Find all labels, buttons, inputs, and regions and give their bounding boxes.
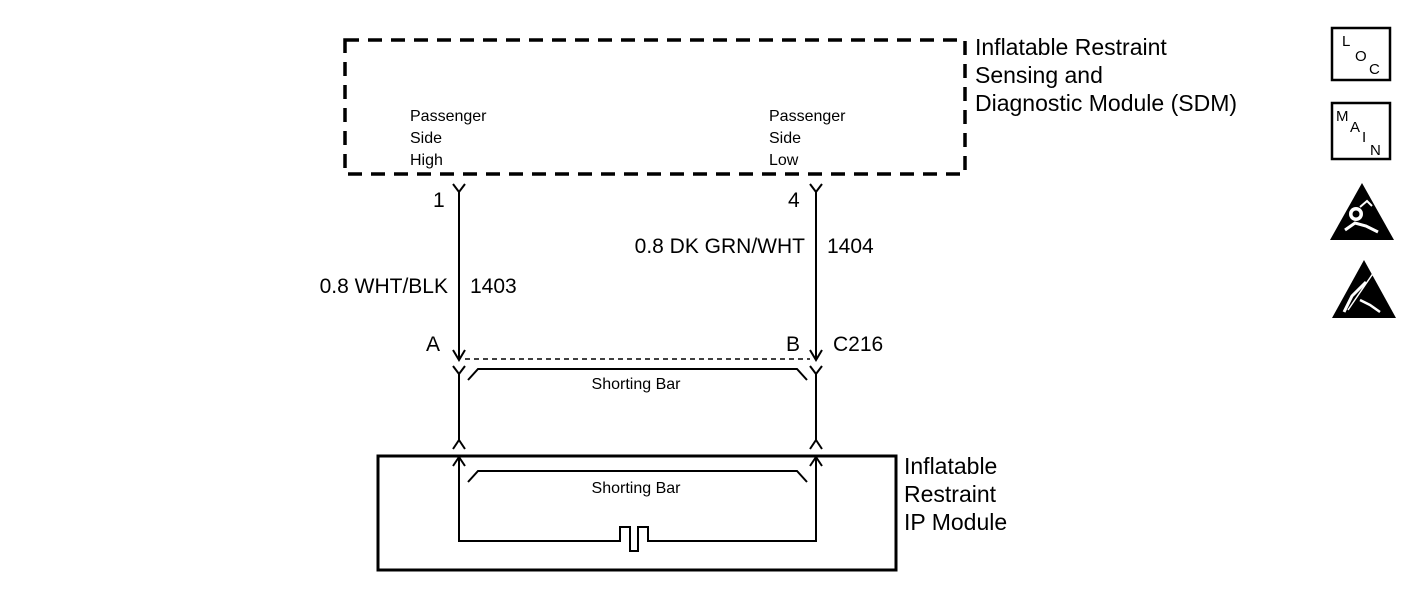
wire-1404 [809,183,823,450]
sdm-left-terminal-label: Passenger Side High [410,108,491,169]
ip-connector-pin-a [452,438,466,450]
sdm-pin-1-label: 1 [433,189,445,212]
c216-pin-a-label: A [426,333,440,356]
wire-1403-circuit-label: 1403 [470,275,517,298]
loc-icon[interactable]: L O C [1330,26,1392,82]
sdm-right-terminal-label: Passenger Side Low [769,108,850,169]
wire-1403 [452,183,466,450]
wire-1404-color-label: 0.8 DK GRN/WHT [635,235,806,258]
sdm-title: Inflatable Restraint Sensing and Diagnos… [975,34,1237,116]
c216-pin-b-female [809,349,823,362]
c216-pin-a-male [452,365,466,376]
ip-connector-pin-b [809,438,823,450]
wire-1403-color-label: 0.8 WHT/BLK [320,275,448,298]
airbag-warning-icon[interactable] [1330,183,1394,240]
main-icon[interactable]: M A I N [1330,101,1392,161]
sdm-pin-1-terminal [452,183,466,194]
inflator-module-squib [458,457,817,552]
c216-pin-a-female [452,349,466,362]
sdm-pin-4-label: 4 [788,189,800,212]
ip-module-box [376,454,898,572]
module-shorting-bar [467,470,808,483]
svg-text:L O C: L O C [1342,33,1380,78]
sdm-module-box [343,38,967,176]
esd-warning-icon[interactable] [1332,260,1396,318]
connector-c216-label: C216 [833,333,883,356]
module-shorting-bar-label: Shorting Bar [592,480,682,497]
sdm-pin-4-terminal [809,183,823,194]
wire-1404-circuit-label: 1404 [827,235,874,258]
c216-pin-b-male [809,365,823,376]
svg-text:M A I N: M A I N [1336,108,1381,159]
c216-pin-b-label: B [786,333,800,356]
connector-shorting-bar-label: Shorting Bar [592,376,682,393]
ip-module-title: Inflatable Restraint IP Module [904,453,1007,535]
connector-shorting-bar [467,368,808,381]
